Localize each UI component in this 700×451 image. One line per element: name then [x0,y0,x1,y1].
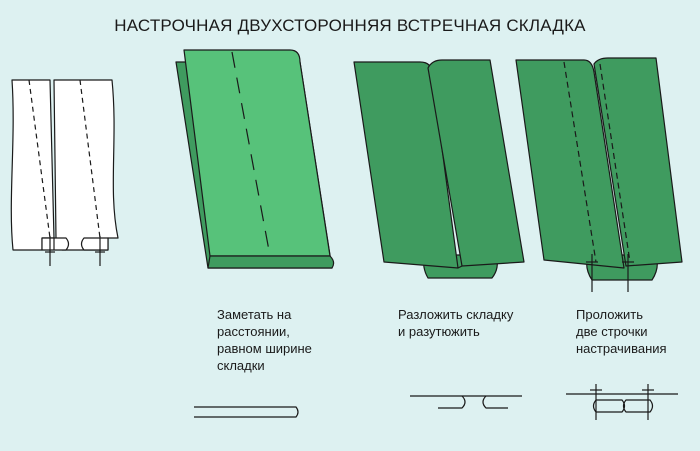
section-spread [410,395,522,409]
right-panel [593,57,683,267]
stitch-lines [563,61,631,263]
diagram-title: НАСТРОЧНАЯ ДВУХСТОРОННЯЯ ВСТРЕЧНАЯ СКЛАД… [114,16,586,35]
folded-fabric [175,49,335,269]
right-fold [80,237,109,251]
center-fold-line [457,265,463,269]
caption-line: Заметать на [217,307,292,322]
left-panel [10,79,55,251]
caption-line: складки [217,358,265,373]
caption-spread: Разложить складку и разутюжить [398,306,513,340]
right-panel [53,79,119,251]
caption-line: Проложить [576,307,644,322]
stitched-pleat [515,57,683,292]
caption-baste: Заметать на расстоянии, равном ширине ск… [217,306,312,374]
right-panel [427,59,525,267]
schematic-pleat [10,79,119,266]
baste-line [231,51,271,257]
caption-line: равном ширине [217,341,312,356]
spread-pleat [353,59,525,279]
caption-line: две строчки [576,324,648,339]
fabric-front-layer [183,49,331,257]
stitch-marks [45,236,105,266]
caption-line: Разложить складку [398,307,514,322]
fold-edge [207,255,335,269]
caption-line: и разутюжить [398,324,480,339]
section-stitched [566,384,678,420]
caption-line: настрачивания [576,341,667,356]
left-fold [41,237,70,251]
caption-stitch: Проложить две строчки настрачивания [576,306,667,357]
section-basted [194,406,299,418]
left-panel [515,59,625,269]
stitch-marks [586,254,634,292]
caption-line: расстоянии, [217,324,290,339]
